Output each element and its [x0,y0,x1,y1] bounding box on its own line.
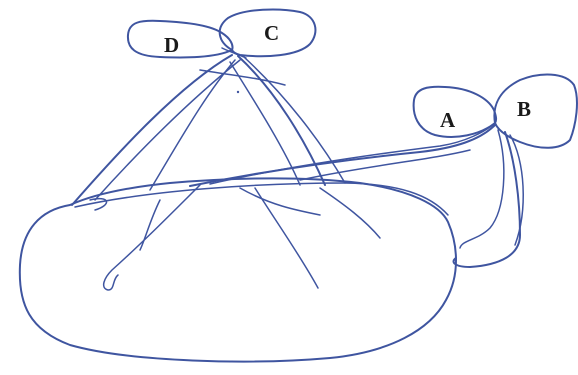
label-a: A [440,108,456,132]
bag-fold-5 [139,199,161,251]
strand-to-ab-1 [189,124,496,187]
strand-to-ab-3 [299,149,471,181]
strand-to-ab-2 [209,122,496,185]
tail-strand-1 [452,131,521,268]
bag-rim-line [74,182,449,216]
loop-d-outline [126,19,234,59]
label-b: B [517,97,531,121]
bag-fold-3 [239,187,321,216]
tail-strand-3 [509,134,524,246]
bag-fold-1 [102,184,201,291]
strand-left-2 [94,59,241,201]
strand-right-2 [244,57,346,184]
bag-fold-4 [319,187,381,239]
strand-left-3 [149,59,236,191]
loop-b-outline [493,73,578,149]
strand-crossing [199,69,286,86]
label-d: D [164,33,179,57]
label-c: C [264,21,279,45]
bag-fold-2 [254,187,319,289]
ink-dot [236,90,240,94]
strand-right-3 [229,61,301,186]
bag-body-outline [18,177,457,363]
bag-rim-line-2 [89,198,108,211]
strand-right-1 [237,55,326,186]
strand-left-1 [71,54,233,206]
loop-knot-cross [221,47,247,59]
tail-strand-2 [459,129,505,249]
